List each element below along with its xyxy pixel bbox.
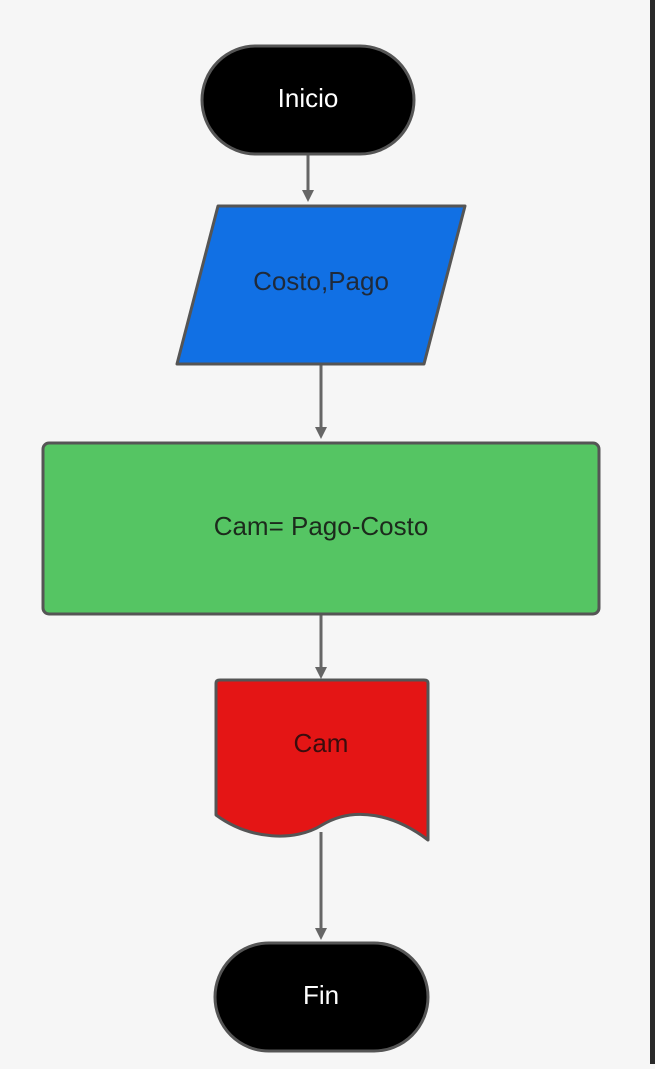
process-node[interactable]: Cam= Pago-Costo [41,441,601,616]
input-label: Costo,Pago [253,266,389,296]
end-terminator-shape [213,941,430,1053]
input-node[interactable]: Costo,Pago [175,204,467,366]
start-node[interactable]: Inicio [200,44,416,156]
process-label: Cam= Pago-Costo [214,511,429,541]
start-terminator-shape [200,44,416,156]
process-rectangle-shape [41,441,601,616]
connectors [302,152,327,940]
start-label: Inicio [278,83,339,113]
window-edge [650,0,655,1064]
input-parallelogram-shape [175,204,467,366]
output-node[interactable]: Cam [214,678,430,842]
output-label: Cam [294,728,349,758]
output-document-shape [214,678,430,842]
end-label: Fin [303,980,339,1010]
end-node[interactable]: Fin [213,941,430,1053]
